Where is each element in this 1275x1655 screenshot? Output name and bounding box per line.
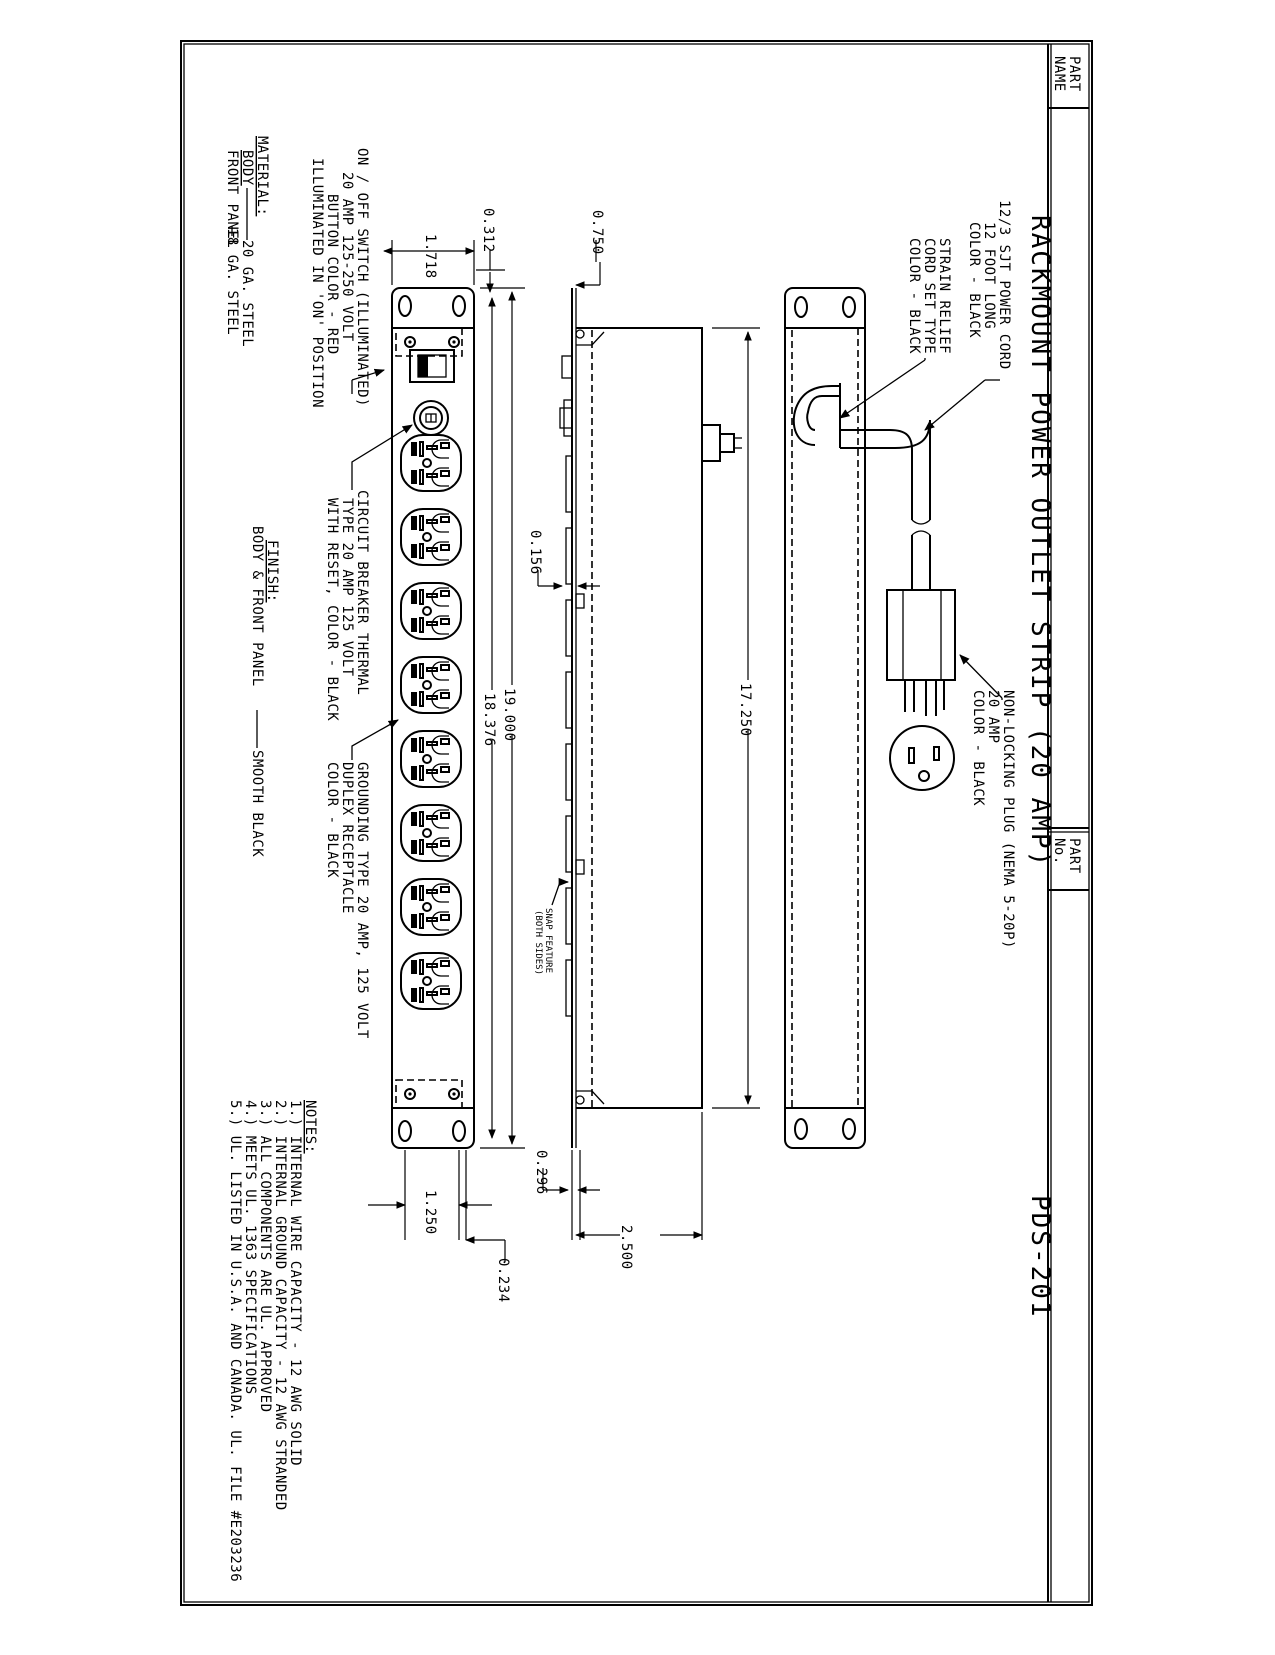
- switch-callout: ON / OFF SWITCH (ILLUMINATED) 20 AMP 125…: [309, 148, 370, 408]
- receptacle-line-3: COLOR - BLACK: [324, 762, 340, 878]
- breaker-callout: CIRCUIT BREAKER THERMAL TYPE 20 AMP 125 …: [324, 490, 370, 721]
- circuit-breaker: [413, 400, 449, 436]
- duplex-receptacle: [400, 730, 462, 788]
- dim-0750: 0.750: [589, 210, 605, 255]
- breaker-line-1: CIRCUIT BREAKER THERMAL: [354, 490, 370, 695]
- dim-18376: 18.376: [481, 693, 497, 747]
- switch-line-1: ON / OFF SWITCH (ILLUMINATED): [354, 148, 370, 407]
- plug-body: [886, 589, 956, 681]
- on-off-switch: [409, 349, 455, 383]
- side-view: [559, 288, 742, 1148]
- switch-line-3: BUTTON COLOR - RED: [324, 194, 340, 355]
- duplex-receptacle: [400, 508, 462, 566]
- dim-1718: 1.718: [422, 234, 438, 279]
- finish-block: FINISH: BODY & FRONT PANEL SMOOTH BLACK: [249, 526, 280, 857]
- part-name-label-2: NAME: [1051, 56, 1067, 92]
- switch-line-2: 20 AMP 125-250 VOLT: [339, 172, 355, 342]
- note-4: 4.) MEETS UL. 1363 SPECIFICATIONS: [242, 1100, 258, 1395]
- sheet-border-inner: [183, 43, 1090, 1603]
- snap-line-1: SNAP FEATURE: [543, 908, 553, 973]
- material-block: MATERIAL: BODY FRONT PANEL 20 GA. STEEL …: [224, 136, 270, 347]
- finish-line: BODY & FRONT PANEL: [249, 526, 265, 687]
- breaker-leader: [351, 424, 413, 490]
- dim-17250: 17.250: [737, 683, 753, 737]
- material-body-label: BODY: [239, 150, 255, 186]
- breaker-line-3: WITH RESET, COLOR - BLACK: [324, 498, 340, 721]
- note-2: 2.) INTERNAL GROUND CAPACITY - 12 AWG ST…: [272, 1100, 288, 1511]
- plug-line-2: 20 AMP: [985, 690, 1001, 744]
- part-no-label: PART: [1066, 838, 1082, 874]
- strain-relief-callout: STRAIN RELIEF CORD SET TYPE COLOR - BLAC…: [906, 238, 952, 354]
- receptacle-line-2: DUPLEX RECEPTACLE: [339, 762, 355, 914]
- dimensions: 17.250 19.000 18.376 0.312 1.718 0.750 0…: [368, 208, 760, 1303]
- duplex-receptacle: [400, 952, 462, 1010]
- receptacle-leader: [351, 719, 399, 760]
- note-5: 5.) UL. LISTED IN U.S.A. AND CANADA. UL.…: [227, 1100, 243, 1582]
- part-title: RACKMOUNT POWER OUTLET STRIP (20 AMP): [1025, 215, 1055, 868]
- switch-leader: [351, 368, 385, 381]
- notes-heading: NOTES:: [302, 1100, 318, 1154]
- dim-0296: 0.296: [533, 1150, 549, 1195]
- plug-line-3: COLOR - BLACK: [970, 690, 986, 806]
- finish-heading: FINISH:: [264, 540, 280, 603]
- dim-19000: 19.000: [501, 688, 517, 742]
- material-heading: MATERIAL:: [254, 136, 270, 216]
- duplex-receptacle: [400, 582, 462, 640]
- snap-feature-callout: SNAP FEATURE (BOTH SIDES): [533, 908, 553, 975]
- strain-relief-line-2: CORD SET TYPE: [921, 238, 937, 354]
- duplex-receptacle: [400, 804, 462, 862]
- duplex-receptacle: [400, 878, 462, 936]
- note-1: 1.) INTERNAL WIRE CAPACITY - 12 AWG SOLI…: [287, 1100, 303, 1466]
- dim-0312: 0.312: [480, 208, 496, 253]
- material-body-value: 20 GA. STEEL: [239, 240, 255, 347]
- power-cord-callout: 12/3 SJT POWER CORD 12 FOOT LONG COLOR -…: [966, 200, 1012, 370]
- title-block: PART NAME PART No. RACKMOUNT POWER OUTLE…: [1025, 44, 1089, 1602]
- receptacle-group: [400, 434, 462, 1010]
- part-name-label: PART: [1066, 56, 1082, 92]
- top-view: [784, 287, 1003, 1149]
- duplex-receptacle: [400, 656, 462, 714]
- plug-face: [889, 725, 955, 791]
- plug-callout: NON-LOCKING PLUG (NEMA 5-20P) 20 AMP COL…: [970, 690, 1016, 949]
- part-no-label-2: No.: [1051, 838, 1067, 865]
- sheet-border-outer: [180, 40, 1093, 1606]
- dim-1250: 1.250: [422, 1190, 438, 1235]
- duplex-receptacle: [400, 434, 462, 492]
- finish-value: SMOOTH BLACK: [249, 750, 265, 857]
- receptacle-line-1: GROUNDING TYPE 20 AMP, 125 VOLT: [354, 762, 370, 1039]
- note-3: 3.) ALL COMPONENTS ARE UL. APPROVED: [257, 1100, 273, 1413]
- plug-line-1: NON-LOCKING PLUG (NEMA 5-20P): [1000, 690, 1016, 949]
- material-front-value: 18 GA. STEEL: [224, 228, 240, 335]
- power-cord-line-1: 12/3 SJT POWER CORD: [996, 200, 1012, 370]
- snap-line-2: (BOTH SIDES): [533, 910, 543, 975]
- receptacle-callout: GROUNDING TYPE 20 AMP, 125 VOLT DUPLEX R…: [324, 762, 370, 1039]
- dim-0234: 0.234: [495, 1258, 511, 1303]
- strain-relief-line-1: STRAIN RELIEF: [936, 238, 952, 354]
- power-cord-line-2: 12 FOOT LONG: [981, 222, 997, 329]
- breaker-line-2: TYPE 20 AMP 125 VOLT: [339, 498, 355, 677]
- strain-relief-line-3: COLOR - BLACK: [906, 238, 922, 354]
- switch-line-4: ILLUMINATED IN 'ON' POSITION: [309, 158, 325, 408]
- dim-0156: 0.156: [527, 530, 543, 575]
- material-front-label: FRONT PANEL: [224, 150, 240, 248]
- dim-2500: 2.500: [618, 1225, 634, 1270]
- part-number: PDS-201: [1025, 1195, 1055, 1319]
- notes-block: NOTES: 1.) INTERNAL WIRE CAPACITY - 12 A…: [227, 1100, 318, 1582]
- front-view: [391, 287, 475, 1149]
- power-cord-line-3: COLOR - BLACK: [966, 222, 982, 338]
